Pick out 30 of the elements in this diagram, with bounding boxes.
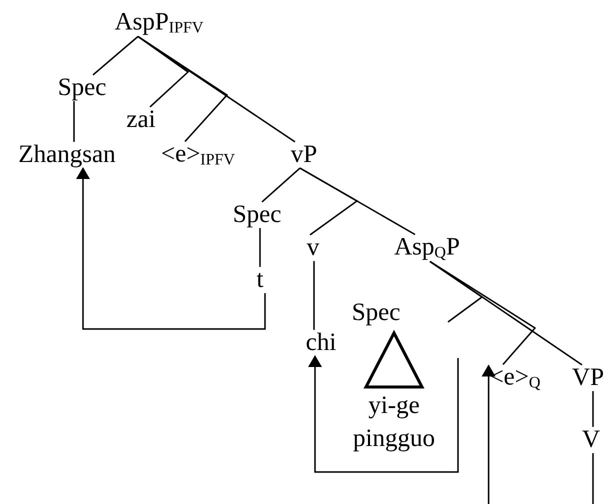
phrase-label: VP [572,364,604,392]
tree-branch [313,261,315,330]
tree-branch [92,36,138,76]
tree-branch [138,36,190,108]
spec-label: Spec [232,202,282,228]
tree-branch [259,228,261,267]
head-label: v [306,234,320,262]
movement-arrow [76,167,266,330]
word: zai [126,106,156,134]
head-label: V [582,426,600,454]
movement-arrow [308,355,459,473]
tree-branch [138,36,296,143]
phrase-label: AspP$_{IPFV}$ [114,10,204,36]
phrase-label: vP [290,142,318,168]
empty-head-label: <e>$_{Q}$ [490,364,540,392]
spec-label: Spec [58,74,106,102]
tree-branch [262,168,300,202]
word: chi [306,330,336,356]
word: Zhangsan [18,142,116,168]
tree-branch [430,260,536,365]
tree-branch [430,260,582,366]
tree-branch [73,101,75,142]
tree-branch [300,167,416,236]
empty-head-label: <e>$_{IPFV}$ [161,142,235,168]
tree-branch [592,391,594,427]
phrase-label: Asp$_{Q}$P [394,234,460,262]
spec-label: Spec [352,300,400,326]
phrase-text: yi-ge pingguo [352,391,436,454]
trace-label: t [256,266,264,294]
movement-arrow [482,364,594,504]
